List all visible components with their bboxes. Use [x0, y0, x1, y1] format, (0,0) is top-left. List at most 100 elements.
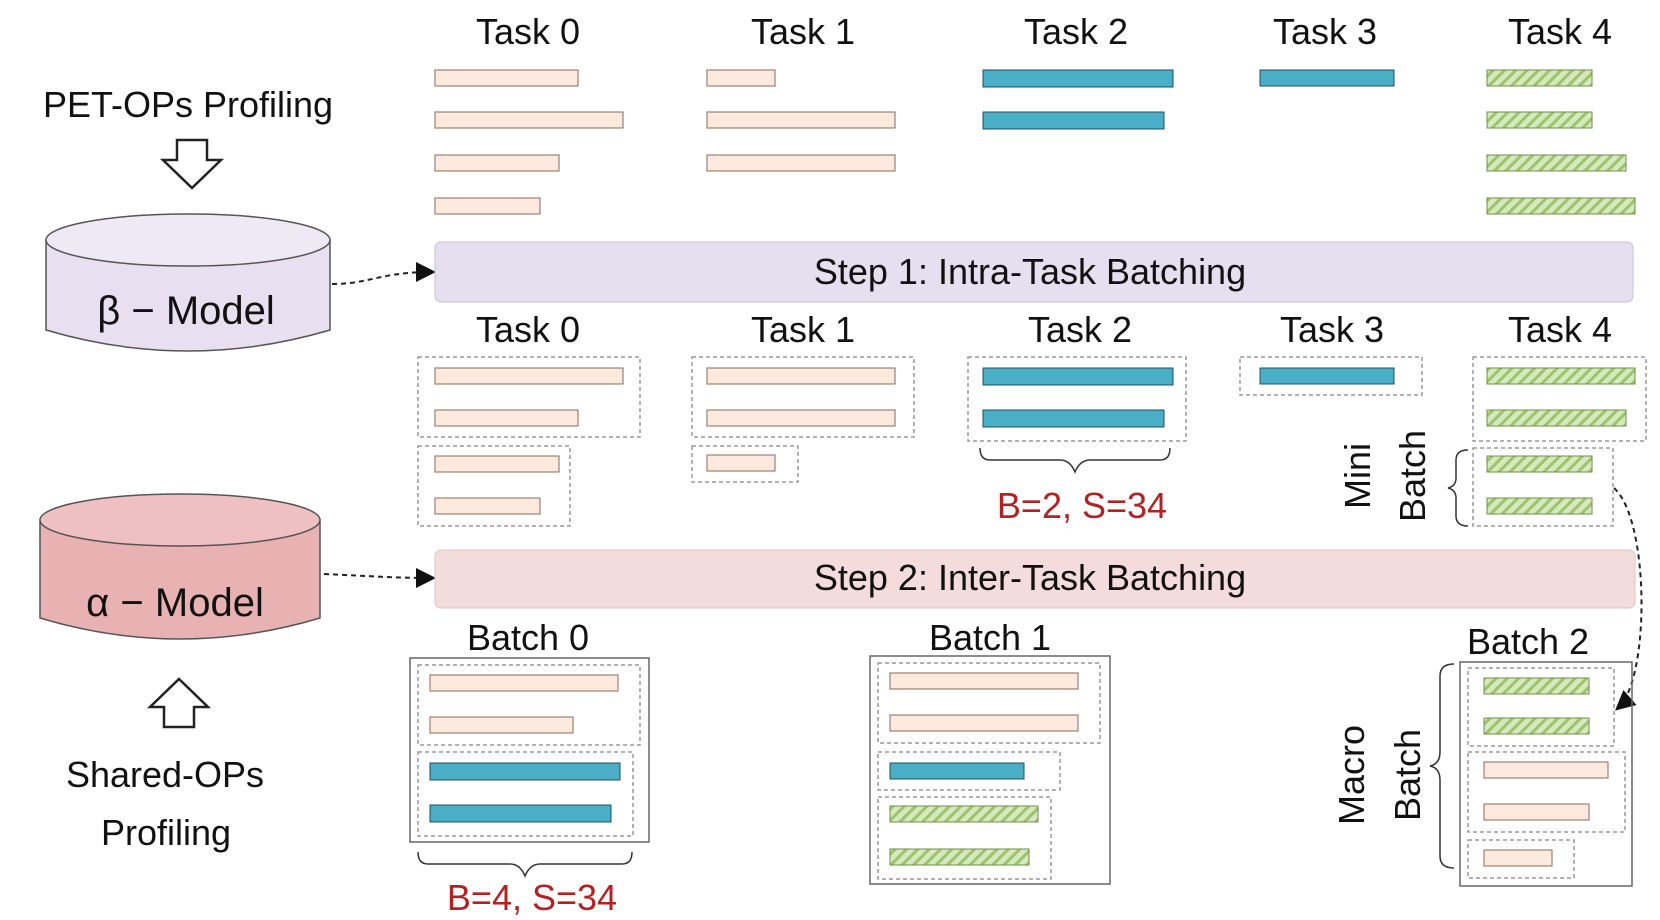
mid-task-groups: B=2, S=34 Mini Batch	[417, 356, 1647, 711]
task0-bar	[434, 367, 624, 385]
step1-label: Step 1: Intra-Task Batching	[814, 251, 1246, 292]
task4-bar	[1486, 197, 1636, 215]
mid-task-label: Task 2	[1028, 309, 1132, 350]
task0-bar	[434, 154, 560, 172]
task4-bar	[1486, 111, 1593, 129]
task1-bar	[706, 154, 896, 172]
mini-batch-box	[1467, 667, 1615, 747]
mid-task-label: Task 0	[476, 309, 580, 350]
alpha-model-cylinder: α − Model	[39, 493, 321, 640]
alpha-model-label: α − Model	[86, 581, 264, 625]
batch0-brace	[417, 851, 633, 878]
mini-batch-box	[417, 445, 571, 527]
mini-batch-box	[877, 796, 1052, 880]
task0-bar	[1483, 761, 1609, 779]
beta-model-label: β − Model	[97, 289, 275, 333]
shared-ops-label-line1: Shared-OPs	[66, 754, 264, 795]
alpha-to-step2-arrow	[323, 567, 436, 588]
beta-to-step1-arrow	[331, 262, 436, 285]
top-task-label: Task 4	[1508, 11, 1612, 52]
task1-bar	[1483, 849, 1553, 867]
mini-batch-box	[877, 662, 1101, 744]
top-task-bars	[434, 69, 1636, 215]
batch1	[869, 655, 1111, 885]
task4-bar	[1486, 69, 1593, 87]
mini-batch-box	[1472, 447, 1614, 527]
task1-bar	[706, 367, 896, 385]
mid-task-label: Task 4	[1508, 309, 1612, 350]
task0-bar	[434, 69, 579, 87]
step1-band: Step 1: Intra-Task Batching	[434, 241, 1634, 303]
task2-bar	[982, 111, 1165, 130]
task4-bar	[1486, 409, 1627, 427]
mini-batch-box	[877, 751, 1061, 791]
task2-bar	[429, 804, 612, 823]
task0-bar	[434, 111, 624, 129]
task4-bar	[1486, 455, 1593, 473]
batch0-annotation: B=4, S=34	[447, 877, 617, 918]
mini-to-macro-arrow	[1613, 487, 1643, 711]
task1-bar	[889, 714, 1079, 732]
task4-bar	[1483, 677, 1590, 695]
batch-box	[409, 657, 650, 843]
top-task-label: Task 2	[1024, 11, 1128, 52]
mini-batch-box	[1467, 839, 1575, 879]
task0-bar	[429, 674, 619, 692]
batch-box	[869, 655, 1111, 885]
mini-batch-box	[417, 664, 641, 746]
task2-bar	[982, 409, 1165, 428]
task4-bar	[1486, 154, 1627, 172]
task4-bar	[1483, 717, 1590, 735]
task3-bar	[889, 762, 1025, 780]
mini-batch-brace	[1447, 449, 1469, 527]
task0-bar	[1483, 803, 1590, 821]
mini-batch-box	[967, 356, 1187, 442]
mini-batch-box	[1472, 356, 1647, 442]
mini-batch-label-line2: Batch	[1392, 430, 1433, 522]
mid-task-label: Task 1	[751, 309, 855, 350]
task4-bar	[889, 805, 1039, 823]
batch0: B=4, S=34	[409, 657, 650, 918]
mini-batch-box	[691, 445, 799, 483]
batch-box	[1459, 661, 1633, 887]
top-task-label: Task 0	[476, 11, 580, 52]
macro-batch-label-line2: Batch	[1387, 729, 1428, 821]
task2-brace	[979, 447, 1171, 474]
task2-bar	[982, 367, 1174, 386]
step2-label: Step 2: Inter-Task Batching	[814, 557, 1246, 598]
mini-batch-box	[417, 751, 634, 837]
down-arrow-icon	[159, 138, 225, 190]
task2-annotation: B=2, S=34	[997, 485, 1167, 526]
task4-bar	[1486, 497, 1593, 515]
task3-bar	[1259, 367, 1395, 385]
task1-bar	[706, 454, 776, 472]
mid-task-labels: Task 0 Task 1 Task 2 Task 3 Task 4	[476, 309, 1612, 350]
task0-bar	[434, 455, 560, 473]
task3-bar	[1259, 69, 1395, 87]
top-task-labels: Task 0 Task 1 Task 2 Task 3 Task 4	[476, 11, 1612, 52]
macro-batch-label-line1: Macro	[1331, 725, 1372, 825]
mini-batch-box	[417, 356, 641, 438]
macro-batch-brace	[1429, 663, 1455, 869]
pet-ops-profiling-label: PET-OPs Profiling	[43, 84, 333, 125]
mini-batch-box	[691, 356, 915, 438]
mini-batch-box	[1239, 356, 1423, 396]
beta-model-cylinder: β − Model	[45, 213, 331, 352]
task1-bar	[706, 69, 776, 87]
batch-label: Batch 0	[467, 617, 589, 658]
task0-bar	[434, 197, 541, 215]
task2-bar	[982, 69, 1174, 88]
task2-bar	[429, 762, 621, 781]
mini-batch-label-line1: Mini	[1337, 443, 1378, 509]
task0-bar	[434, 497, 541, 515]
batch2: Macro Batch	[1331, 661, 1633, 887]
top-task-label: Task 1	[751, 11, 855, 52]
shared-ops-label-line2: Profiling	[101, 812, 231, 853]
task0-bar	[429, 716, 574, 734]
mini-batch-box	[1467, 751, 1626, 833]
task1-bar	[706, 111, 896, 129]
batch-labels: Batch 0 Batch 1 Batch 2	[467, 617, 1589, 662]
up-arrow-icon	[146, 677, 212, 729]
step2-band: Step 2: Inter-Task Batching	[434, 549, 1636, 609]
